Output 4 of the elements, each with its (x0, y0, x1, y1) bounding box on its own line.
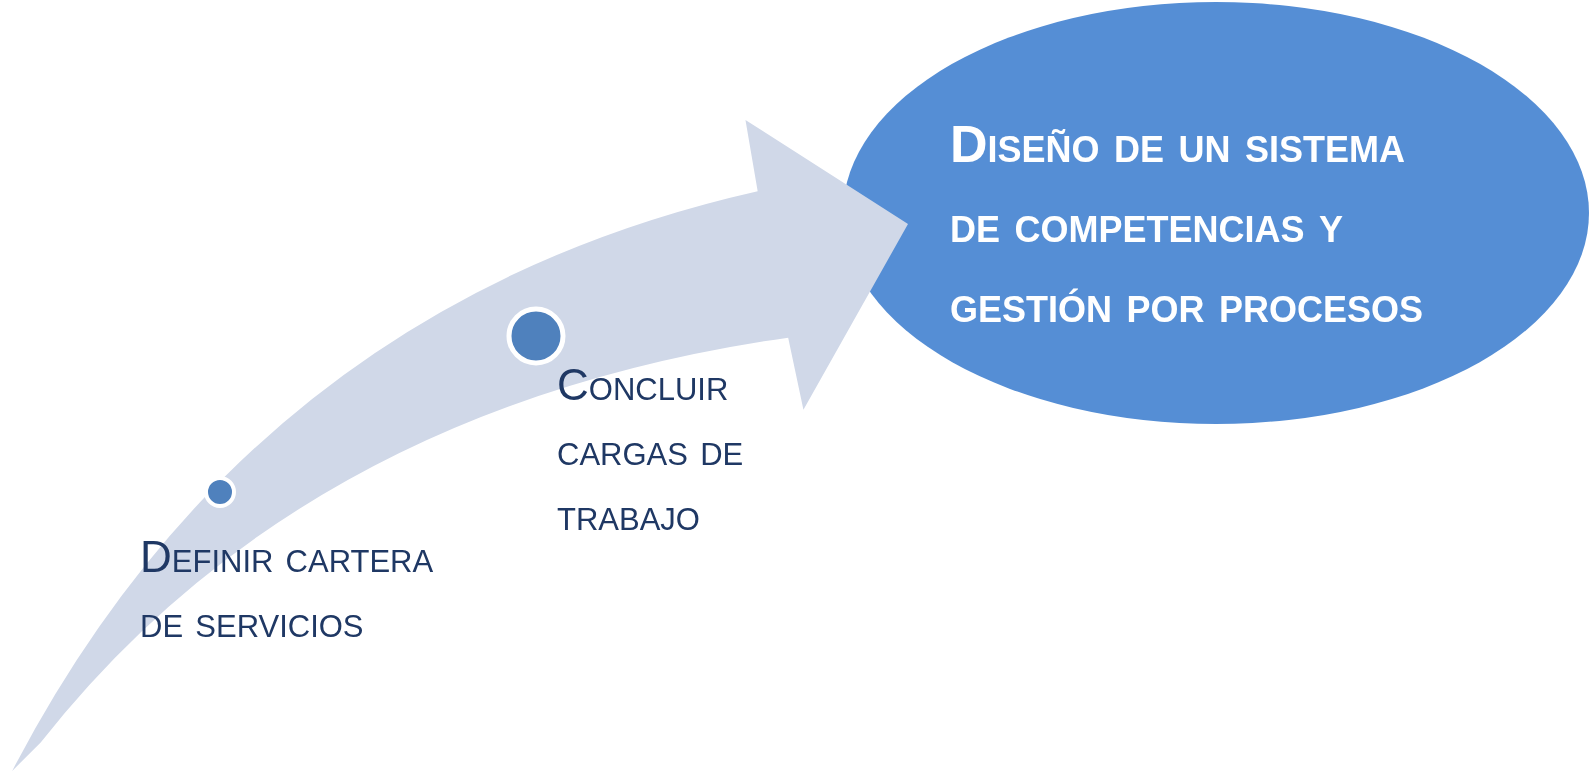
goal-text: Diseño de un sistema de competencias y gestión por procesos (950, 114, 1424, 335)
step-label: Concluir cargas de trabajo (557, 352, 797, 547)
curved-arrow (12, 120, 908, 771)
step-label: Definir cartera de servicios (140, 524, 460, 654)
